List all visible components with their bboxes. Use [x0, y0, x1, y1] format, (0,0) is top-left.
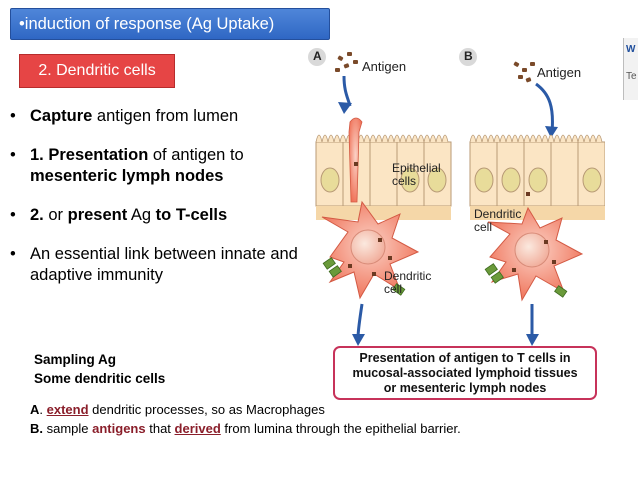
- bullet-bold: 2.: [30, 206, 44, 224]
- antigen-label-b: Antigen: [537, 65, 582, 80]
- dendritic-cell-b: [487, 192, 584, 302]
- epithelium-b: [469, 134, 606, 220]
- receptor-markers: [322, 257, 568, 298]
- note-b-text: that: [145, 421, 175, 436]
- sampling-note: Sampling Ag Some dendritic cells: [34, 350, 165, 388]
- bullet-bold: mesenteric lymph nodes: [30, 167, 224, 185]
- note-a-text: dendritic processes, so as Macrophages: [88, 402, 325, 417]
- caption-line: Presentation of antigen to T cells in: [359, 351, 571, 365]
- bullet-bold: present: [67, 206, 128, 224]
- dendritic-cell-a: [321, 117, 420, 300]
- panel-b-label: B: [464, 49, 473, 63]
- dendritic-cell-label-a: Dendritic cell: [384, 270, 431, 296]
- subtitle-badge: 2. Dendritic cells: [19, 54, 175, 88]
- note-a: A. extend dendritic processes, so as Mac…: [30, 400, 461, 419]
- dendritic-cell-label-b: Dendritic cell: [474, 208, 521, 234]
- panel-b-tag: [459, 48, 477, 66]
- side-panel-w: W: [626, 44, 636, 55]
- antigen-label-a: Antigen: [362, 59, 407, 74]
- figure-caption: Presentation of antigen to T cells in mu…: [333, 346, 597, 400]
- bullet-item: 2. or present Ag to T-cells: [10, 205, 310, 226]
- caption-line: or mesenteric lymph nodes: [383, 381, 547, 395]
- bullet-item: An essential link between innate and ada…: [10, 244, 310, 286]
- note-a-prefix: A: [30, 402, 40, 417]
- arrow-head: [352, 334, 365, 346]
- bullet-text: antigen from lumen: [92, 107, 239, 125]
- arrows-bottom: [356, 303, 534, 339]
- epithelial-cells-label: Epithelial cells: [392, 162, 441, 188]
- note-a-highlight: extend: [46, 402, 89, 417]
- sampling-line: Some dendritic cells: [34, 371, 166, 386]
- note-b-text: from lumina through the epithelial barri…: [220, 421, 461, 436]
- arrow-head: [338, 102, 352, 114]
- bullet-text: An essential link between innate and ada…: [30, 245, 298, 284]
- antigen-dots-b: [513, 61, 535, 83]
- label-line: cells: [392, 174, 417, 188]
- bullet-item: 1. Presentation of antigen to mesenteric…: [10, 145, 310, 187]
- bullet-text: of antigen to: [148, 146, 244, 164]
- bullet-item: Capture antigen from lumen: [10, 106, 310, 127]
- label-line: Dendritic: [474, 207, 522, 221]
- bullet-list: Capture antigen from lumen 1. Presentati…: [10, 106, 310, 304]
- panel-a-tag: [308, 48, 326, 66]
- label-line: cell: [474, 220, 493, 234]
- dendritic-cell-figure: A B Antigen Antigen Epithelial cells Den…: [300, 42, 606, 402]
- note-b: B. sample antigens that derived from lum…: [30, 419, 461, 438]
- bullet-bold: to T-cells: [155, 206, 228, 224]
- arrows-top: [342, 75, 554, 133]
- sampling-line: Sampling Ag: [34, 352, 117, 367]
- note-b-text: sample: [43, 421, 93, 436]
- note-b-highlight: antigens: [92, 421, 146, 436]
- bullet-bold: Capture: [30, 107, 93, 125]
- label-line: cell: [384, 282, 403, 296]
- caption-line: mucosal-associated lymphoid tissues: [352, 366, 578, 380]
- note-a-dot: .: [39, 402, 47, 417]
- side-panel-edge[interactable]: W Te: [623, 38, 638, 100]
- side-panel-te: Te: [626, 71, 637, 82]
- notes: A. extend dendritic processes, so as Mac…: [30, 400, 461, 438]
- bullet-text: or: [43, 206, 68, 224]
- note-b-prefix: B.: [30, 421, 43, 436]
- panel-a-label: A: [313, 49, 322, 63]
- arrow-head: [545, 126, 558, 138]
- slide-title: •induction of response (Ag Uptake): [10, 8, 330, 40]
- bullet-text: Ag: [127, 206, 156, 224]
- label-line: Dendritic: [384, 269, 432, 283]
- epithelium-a: [315, 134, 452, 220]
- figure-illustration: [308, 48, 606, 346]
- arrow-head: [526, 334, 539, 346]
- antigen-dots-a: [335, 52, 358, 72]
- label-line: Epithelial: [392, 161, 441, 175]
- note-b-highlight: derived: [174, 421, 221, 436]
- bullet-bold: 1. Presentation: [30, 146, 149, 164]
